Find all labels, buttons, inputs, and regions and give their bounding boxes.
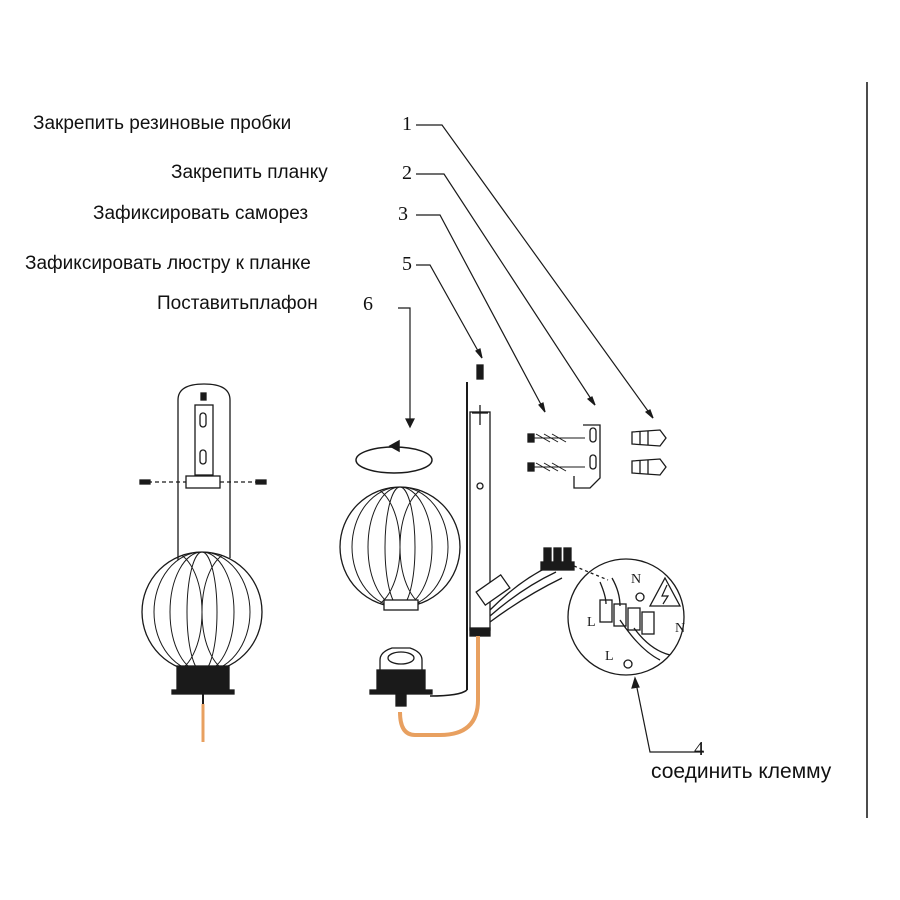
bracket-plate (185, 475, 221, 489)
mounting-hardware (527, 424, 667, 489)
lamp-holder-left (176, 665, 230, 693)
leader-line-3 (416, 214, 546, 413)
shade-collar (383, 599, 419, 611)
self-tapping-screw-bottom (527, 462, 585, 472)
terminal-zoom-detail (567, 558, 685, 676)
leader-line-5 (416, 264, 483, 359)
self-tapping-screw-top (527, 433, 585, 443)
assembled-lamp-front-view (139, 383, 267, 742)
step-3-number: 3 (398, 203, 408, 225)
cable-gland-right (395, 693, 407, 707)
arrowhead-6 (405, 418, 415, 429)
fixing-screw-5 (476, 364, 484, 380)
ground-screw (635, 592, 645, 602)
arrowhead-2 (586, 396, 596, 406)
leader-line-1 (416, 124, 654, 419)
leader-line-2 (416, 173, 596, 406)
step-4-number: 4 (694, 738, 704, 760)
label-L-left: L (587, 615, 596, 630)
step-4-label: соединить клемму (651, 760, 832, 783)
step-3-label: Зафиксировать саморез (93, 203, 309, 224)
label-N-top: N (631, 572, 641, 587)
step-2-label: Закрепить планку (171, 162, 328, 183)
step-2-number: 2 (402, 162, 412, 184)
warning-triangle-icon (648, 576, 682, 607)
socket-dome (387, 651, 415, 665)
leader-line-6 (398, 307, 411, 425)
bar-slot-bottom (199, 449, 207, 465)
arrowhead-4 (631, 676, 640, 689)
zoom-circle (567, 558, 685, 676)
terminal-wires (599, 577, 671, 661)
lamp-holder-right (376, 669, 426, 693)
zoom-leader (573, 565, 609, 581)
terminal-block-large (599, 599, 655, 635)
bracket-slot-top (589, 427, 597, 443)
rubber-plug-top (631, 429, 667, 447)
wall-plate-outline (177, 383, 231, 560)
driver-box (475, 573, 511, 607)
mounting-bracket-2 (573, 424, 601, 489)
step-6-number: 6 (363, 293, 373, 315)
lamp-base-left (171, 689, 235, 695)
step-1-label: Закрепить резиновые пробки (33, 113, 292, 134)
bracket-slot-bottom (589, 454, 597, 470)
globe-net-pattern-left (142, 552, 262, 672)
label-N-right: N (675, 621, 685, 636)
rotation-arrow (355, 439, 433, 474)
rubber-plug-bottom (631, 458, 667, 476)
bottom-screw (623, 659, 633, 669)
step-6-label: Поставитьплафон (157, 293, 318, 314)
arrowhead-3 (538, 402, 546, 413)
lightning-bolt-icon (661, 584, 670, 605)
assembly-side-view (339, 364, 609, 737)
screw-right (255, 479, 267, 485)
screw-left (139, 479, 151, 485)
top-screw (200, 392, 207, 401)
step-1-number: 1 (402, 113, 412, 135)
terminal-block-small (540, 547, 575, 571)
arm-connector (429, 689, 468, 697)
orange-cable-right (398, 636, 480, 737)
bar-slot-top (199, 412, 207, 428)
globe-net-pattern-right (340, 487, 460, 607)
body-bottom-cap (469, 627, 491, 637)
leader-line-4 (635, 682, 704, 753)
body-screw-hole (476, 482, 484, 490)
arrowhead-1 (644, 409, 654, 419)
step-5-label: Зафиксировать люстру к планке (25, 253, 311, 274)
step-5-number: 5 (402, 253, 412, 275)
arrowhead-5 (475, 348, 483, 359)
label-L-bottom: L (605, 649, 614, 664)
